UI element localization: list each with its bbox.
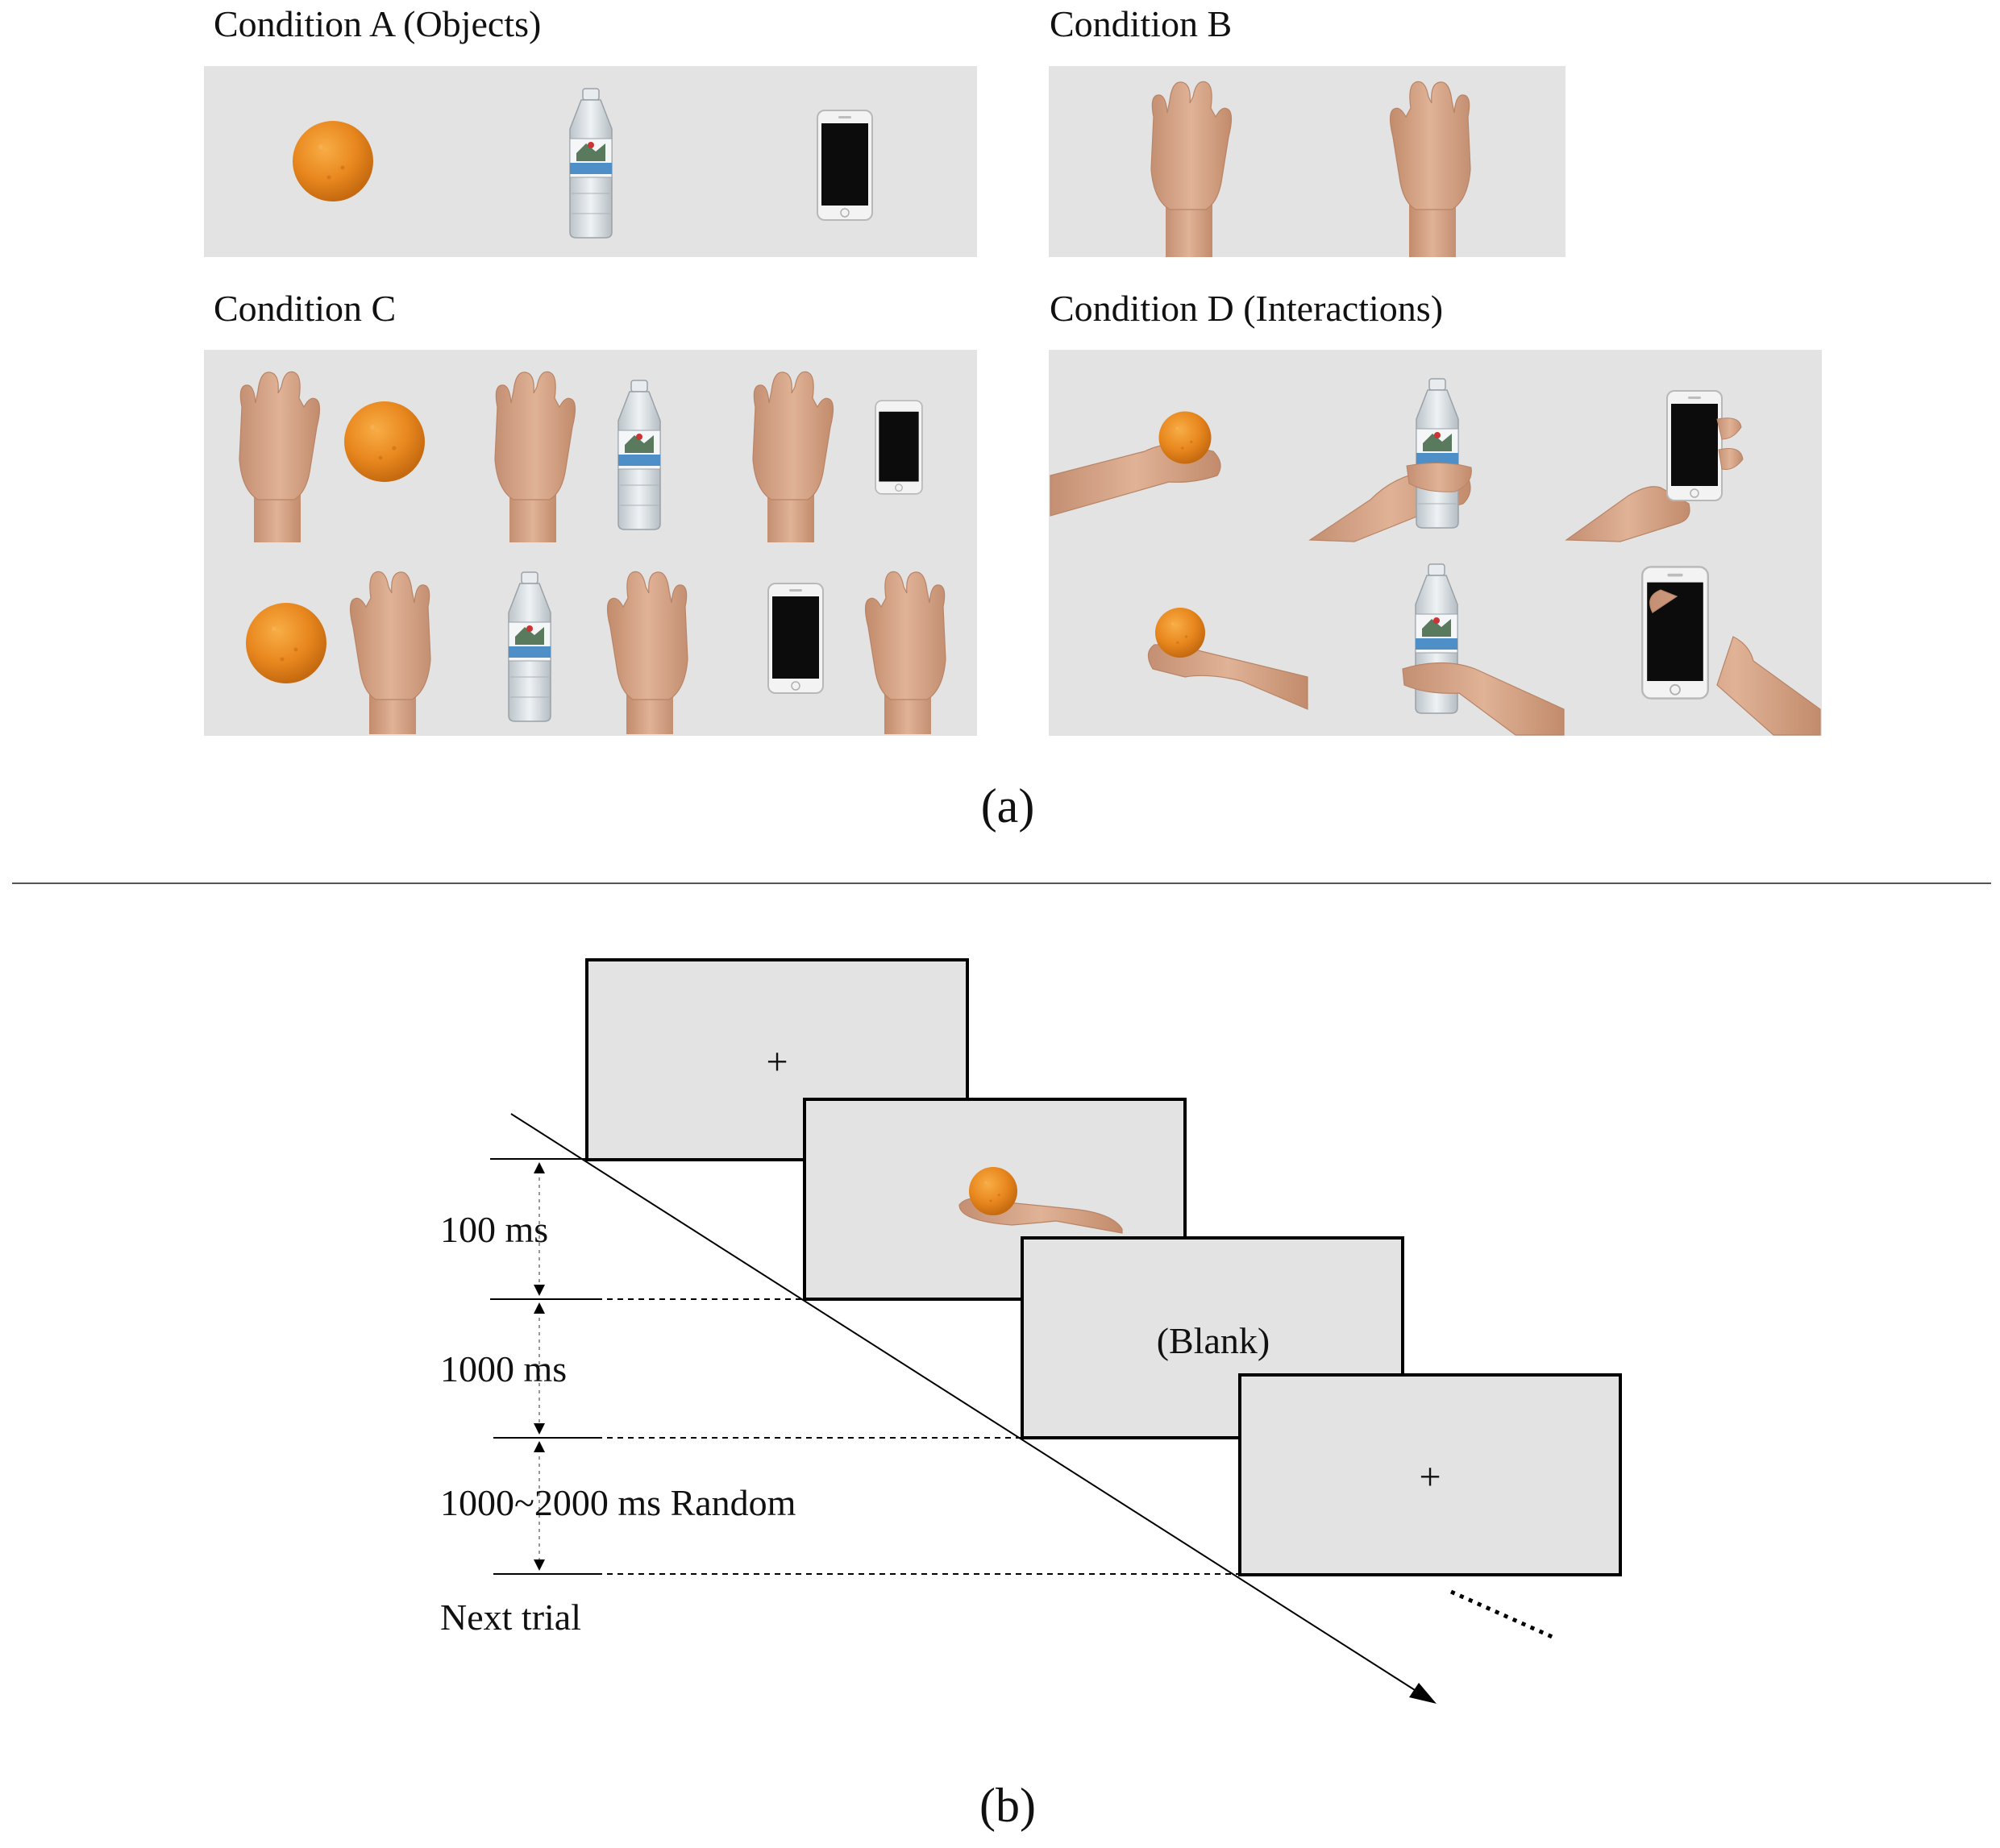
- hand-holding-orange-icon: [1050, 411, 1221, 517]
- right-hand-icon: [1389, 81, 1471, 257]
- time-arrow: [510, 1113, 1424, 1696]
- hand-icon: [864, 571, 946, 734]
- duration-label-iti: 1000~2000 ms Random: [440, 1482, 796, 1523]
- next-fixation-screen: [1238, 1373, 1622, 1576]
- hand-holding-phone-icon: [1565, 390, 1744, 542]
- condition-d-title: Condition D (Interactions): [1050, 288, 1443, 329]
- hand-holding-orange-icon: [958, 1167, 1123, 1234]
- phone-icon: [767, 583, 824, 694]
- condition-b-panel: [1049, 66, 1565, 257]
- hand-icon: [752, 371, 834, 542]
- panel-a: Condition A (Objects) Condition B Condit…: [204, 3, 1822, 833]
- blank-label: (Blank): [1157, 1320, 1270, 1361]
- continuation-dots: [1449, 1589, 1557, 1641]
- hand-holding-orange-icon: [1147, 608, 1308, 710]
- hand-holding-bottle-icon: [1308, 378, 1472, 542]
- condition-a-title: Condition A (Objects): [214, 3, 541, 44]
- hand-holding-bottle-icon: [1402, 563, 1565, 736]
- interval-arrowheads: [534, 1162, 545, 1571]
- hand-holding-phone-icon: [1640, 566, 1821, 736]
- hand-icon: [494, 371, 576, 542]
- next-trial-label: Next trial: [440, 1597, 581, 1638]
- time-arrow-head: [1409, 1683, 1437, 1704]
- fixation-cross-icon: +: [1419, 1456, 1441, 1498]
- phone-icon: [817, 110, 873, 221]
- fixation-cross-icon: +: [766, 1040, 788, 1083]
- caption-b: (b): [979, 1779, 1036, 1832]
- hand-icon: [349, 571, 431, 734]
- left-hand-icon: [1150, 81, 1233, 257]
- condition-c-panel: [204, 350, 977, 736]
- orange-icon: [246, 603, 326, 683]
- phone-icon: [875, 400, 923, 495]
- condition-c-title: Condition C: [214, 288, 396, 329]
- orange-icon: [293, 121, 373, 201]
- duration-label-stimulus: 100 ms: [440, 1209, 548, 1250]
- condition-b-title: Condition B: [1050, 3, 1232, 44]
- hand-icon: [606, 571, 688, 734]
- caption-a: (a): [981, 779, 1035, 833]
- orange-icon: [344, 401, 425, 482]
- panel-b: + (Blank) +: [440, 958, 1622, 1832]
- duration-label-blank: 1000 ms: [440, 1348, 567, 1389]
- hand-icon: [239, 371, 321, 542]
